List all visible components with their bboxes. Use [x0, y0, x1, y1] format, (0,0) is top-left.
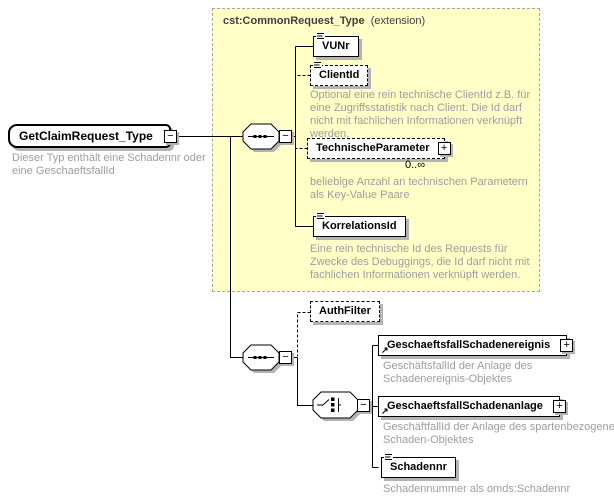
technischeparameter-annotation: beliebige Anzahl an technischen Paramete… [310, 176, 528, 201]
element-name-label: ClientId [319, 69, 360, 81]
expand-toggle[interactable]: + [437, 142, 451, 155]
element-content-icon [384, 453, 393, 462]
root-element-getclaimrequest-type[interactable]: GetClaimRequest_Type − [8, 124, 177, 148]
element-name-label: KorrelationsId [322, 220, 397, 232]
clientid-annotation: Optional eine rein technische ClientId z… [310, 89, 531, 140]
element-ref-icon: ↗ [381, 345, 389, 355]
extension-suffix-label: (extension) [370, 15, 426, 27]
element-box-technischeparameter[interactable]: TechnischeParameter + [307, 138, 451, 159]
element-name-label: TechnischeParameter [316, 142, 430, 154]
sequence-icon [248, 356, 274, 359]
element-name-label: VUNr [322, 40, 350, 52]
element-ref-icon: ↗ [381, 406, 389, 416]
choice-compositor [312, 391, 361, 421]
element-box-clientid[interactable]: ClientId [310, 61, 369, 86]
root-annotation: Dieser Typ enthält eine Schadennr oder e… [12, 152, 206, 177]
collapse-toggle[interactable]: − [279, 130, 292, 143]
extension-type-name: cst:CommonRequest_Type [223, 15, 365, 27]
element-box-authfilter[interactable]: AuthFilter [310, 301, 380, 322]
schadennr-annotation: Schadennummer als omds:Schadennr [383, 483, 571, 495]
occurs-label: 0..∞ [405, 159, 426, 171]
element-name-label: Schadennr [390, 461, 447, 473]
extension-panel-title: cst:CommonRequest_Type (extension) [223, 15, 425, 27]
expand-toggle[interactable]: + [560, 339, 574, 352]
element-name-label: AuthFilter [319, 305, 371, 317]
element-name-label: GeschaeftsfallSchadenereignis [387, 339, 551, 351]
element-box-schadennr[interactable]: Schadennr [381, 453, 456, 478]
sequence-icon [248, 135, 274, 138]
element-content-icon [313, 61, 322, 70]
element-box-vunr[interactable]: VUNr [313, 32, 359, 57]
collapse-toggle[interactable]: − [357, 399, 370, 412]
element-name-label: GeschaeftsfallSchadenanlage [387, 400, 543, 412]
choice-icon [317, 397, 341, 412]
element-box-geschaeftsfallschadenanlage[interactable]: ↗ GeschaeftsfallSchadenanlage + [378, 396, 566, 417]
element-content-icon [316, 32, 325, 41]
root-element-label: GetClaimRequest_Type [19, 129, 153, 143]
geschaeftsfallschadenereignis-annotation: GeschäftsfallId der Anlage des Schadener… [383, 360, 533, 385]
korrelationsid-annotation: Eine rein technische Id des Requests für… [310, 243, 530, 281]
sequence-compositor-extension [242, 123, 282, 152]
expand-toggle[interactable]: + [552, 400, 566, 413]
element-box-geschaeftsfallschadenereignis[interactable]: ↗ GeschaeftsfallSchadenereignis + [378, 335, 574, 356]
collapse-toggle[interactable]: − [163, 129, 177, 143]
geschaeftsfallschadenanlage-annotation: GeschäftfallId der Anlage des spartenbez… [383, 421, 614, 446]
collapse-toggle[interactable]: − [279, 351, 292, 364]
element-content-icon [316, 212, 325, 221]
sequence-compositor-local [242, 344, 282, 373]
element-box-korrelationsid[interactable]: KorrelationsId [313, 212, 406, 237]
